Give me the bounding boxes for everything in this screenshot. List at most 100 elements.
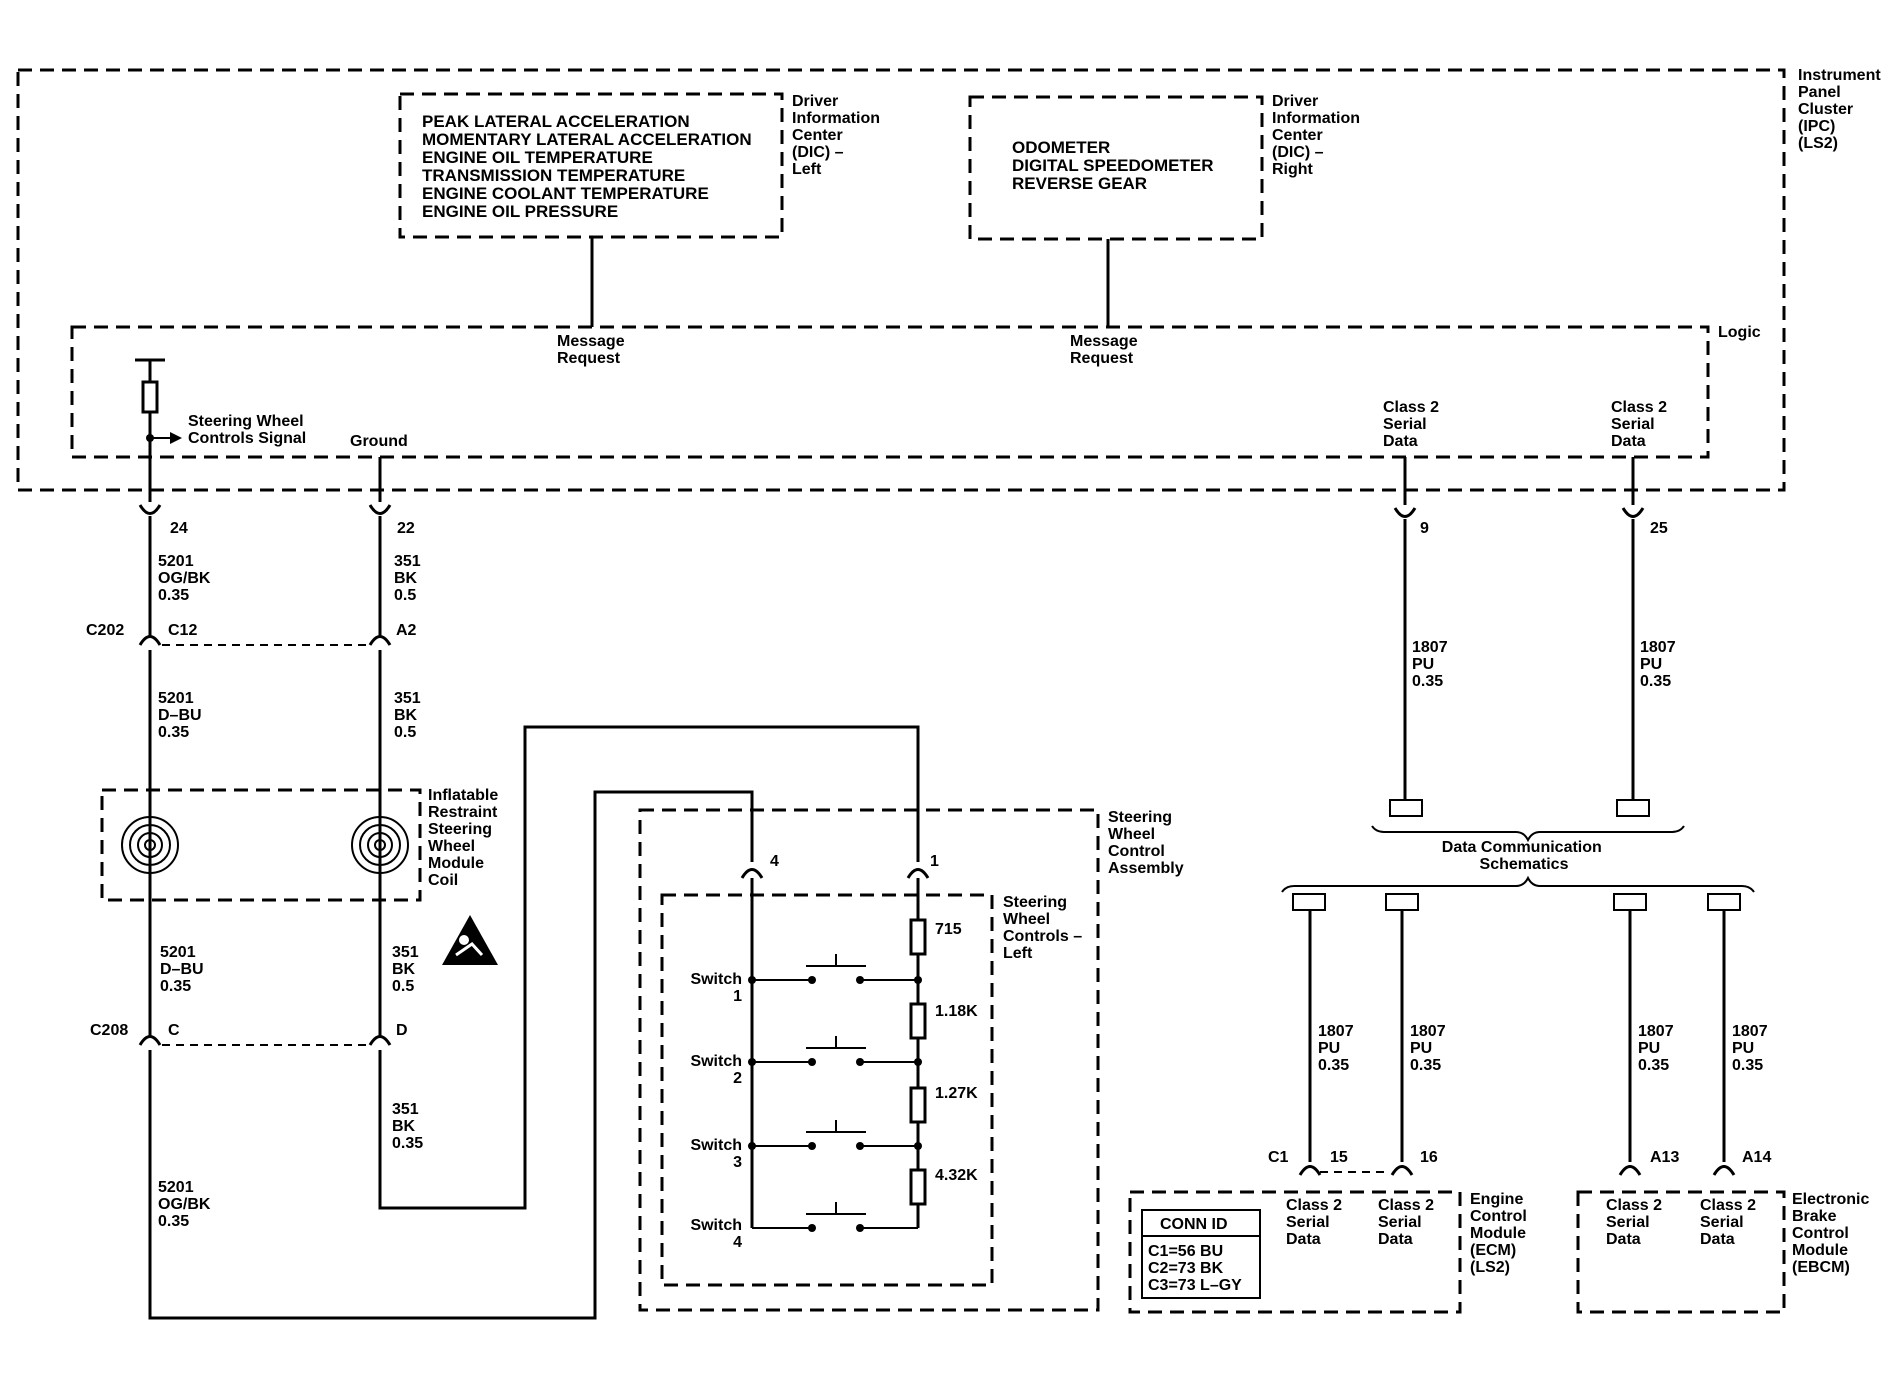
coil-right bbox=[351, 816, 409, 874]
logic-label: Logic bbox=[1718, 324, 1761, 341]
pin-15: 15 bbox=[1330, 1149, 1348, 1166]
message-request-left: Message Request bbox=[557, 333, 629, 367]
conn-c202: C202 bbox=[86, 622, 124, 639]
pin-22: 22 bbox=[397, 520, 415, 537]
pin-a13: A13 bbox=[1650, 1149, 1679, 1166]
swc-signal-label: Steering Wheel Controls Signal bbox=[188, 413, 308, 447]
conn-c208: C208 bbox=[90, 1022, 128, 1039]
switch-4-symbol bbox=[752, 1202, 918, 1232]
resistor-1-value: 715 bbox=[935, 921, 962, 938]
conn-id-row-1: C1=56 BU bbox=[1148, 1243, 1223, 1260]
dic-right-box bbox=[968, 95, 1264, 241]
dic-right-item-1: ODOMETER bbox=[1012, 138, 1110, 157]
resistor-4 bbox=[909, 1168, 927, 1206]
ebcm-box bbox=[1576, 1190, 1786, 1314]
dic-left-items: PEAK LATERAL ACCELERATION MOMENTARY LATE… bbox=[422, 112, 756, 221]
class2-label-25: Class 2 Serial Data bbox=[1611, 399, 1672, 450]
switch-2-symbol bbox=[748, 1036, 922, 1066]
signal-wire-4 bbox=[148, 790, 754, 1320]
dic-left-item-2: MOMENTARY LATERAL ACCELERATION bbox=[422, 130, 752, 149]
swc-left-label: Steering Wheel Controls – Left bbox=[1003, 894, 1087, 962]
conn-id-rows: C1=56 BU C2=73 BK C3=73 L–GY bbox=[1148, 1243, 1242, 1294]
arrow-head bbox=[170, 432, 182, 444]
conn-id-row-2: C2=73 BK bbox=[1148, 1260, 1224, 1277]
ground-wire-4 bbox=[378, 725, 920, 1210]
pin-c12: C12 bbox=[168, 622, 197, 639]
ecm-box bbox=[1128, 1190, 1462, 1314]
pullup-resistor bbox=[141, 380, 159, 414]
pin-c: C bbox=[168, 1022, 180, 1039]
dc-brace-top bbox=[1371, 825, 1685, 843]
pin-4: 4 bbox=[770, 853, 779, 870]
swc-assembly-box bbox=[638, 808, 1100, 1312]
pin-1: 1 bbox=[930, 853, 939, 870]
dic-right-label: Driver Information Center (DIC) – Right bbox=[1272, 93, 1364, 178]
switch-3-symbol bbox=[748, 1120, 922, 1150]
ipc-label: Instrument Panel Cluster (IPC) (LS2) bbox=[1798, 67, 1885, 152]
signal-junction bbox=[146, 434, 154, 442]
connector-cups bbox=[138, 504, 1736, 1176]
dic-left-item-4: TRANSMISSION TEMPERATURE bbox=[422, 166, 685, 185]
pin-a14: A14 bbox=[1742, 1149, 1771, 1166]
conn-c1: C1 bbox=[1268, 1149, 1289, 1166]
resistor-4-value: 4.32K bbox=[935, 1167, 978, 1184]
dic-left-label: Driver Information Center (DIC) – Left bbox=[792, 93, 884, 178]
resistor-2-value: 1.18K bbox=[935, 1003, 978, 1020]
dic-right-item-3: REVERSE GEAR bbox=[1012, 174, 1147, 193]
dic-left-item-5: ENGINE COOLANT TEMPERATURE bbox=[422, 184, 709, 203]
logic-box bbox=[70, 325, 1710, 459]
data-comm-label: Data Communication Schematics bbox=[1442, 839, 1606, 873]
resistor-3-value: 1.27K bbox=[935, 1085, 978, 1102]
resistor-3 bbox=[909, 1086, 927, 1124]
resistor-2 bbox=[909, 1002, 927, 1040]
dc-terminals-top bbox=[1292, 799, 1741, 911]
ecm-label: Engine Control Module (ECM) (LS2) bbox=[1470, 1191, 1531, 1276]
resistor-1 bbox=[909, 918, 927, 956]
ground-label: Ground bbox=[350, 433, 408, 450]
conn-id-row-3: C3=73 L–GY bbox=[1148, 1277, 1242, 1294]
ebcm-label: Electronic Brake Control Module (EBCM) bbox=[1792, 1191, 1874, 1276]
pin-25: 25 bbox=[1650, 520, 1668, 537]
pin-24: 24 bbox=[170, 520, 188, 537]
conn-id-table bbox=[1141, 1209, 1261, 1299]
dic-left-item-1: PEAK LATERAL ACCELERATION bbox=[422, 112, 690, 131]
dic-right-item-2: DIGITAL SPEEDOMETER bbox=[1012, 156, 1214, 175]
irsw-coil-label: Inflatable Restraint Steering Wheel Modu… bbox=[428, 787, 503, 889]
pin-a2: A2 bbox=[396, 622, 417, 639]
irsw-coil-box bbox=[100, 788, 422, 902]
swc-left-box bbox=[660, 893, 994, 1287]
dic-right-items: ODOMETER DIGITAL SPEEDOMETER REVERSE GEA… bbox=[1012, 138, 1218, 193]
switch-1-symbol bbox=[748, 954, 922, 984]
pin-16: 16 bbox=[1420, 1149, 1438, 1166]
class2-label-9: Class 2 Serial Data bbox=[1383, 399, 1444, 450]
message-request-right: Message Request bbox=[1070, 333, 1142, 367]
pin-9: 9 bbox=[1420, 520, 1429, 537]
ipc-box bbox=[16, 68, 1786, 492]
swc-assembly-label: Steering Wheel Control Assembly bbox=[1108, 809, 1184, 877]
pin-d: D bbox=[396, 1022, 408, 1039]
dic-left-item-3: ENGINE OIL TEMPERATURE bbox=[422, 148, 653, 167]
